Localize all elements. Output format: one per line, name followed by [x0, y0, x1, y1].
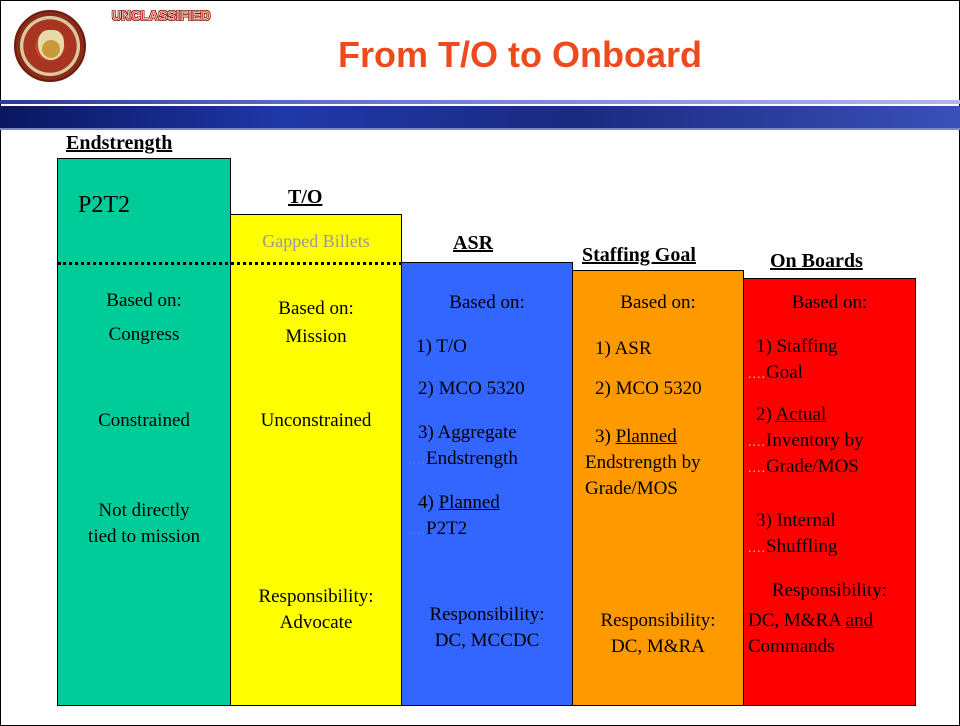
endstrength-p2t2-label: P2T2: [78, 192, 131, 218]
endstrength-based-detail: Congress: [108, 324, 180, 345]
onboards-item2-prefix: 2): [756, 404, 776, 425]
onboards-item2-dot-leader: ....: [748, 435, 766, 450]
header-staffing-goal: Staffing Goal: [582, 244, 696, 266]
usmc-seal-logo: [14, 10, 86, 82]
to-unconstrained: Unconstrained: [260, 410, 372, 431]
staffing-item1: 1) ASR: [595, 338, 652, 359]
endstrength-note-line2: tied to mission: [88, 526, 200, 547]
column-asr: Based on: 1) T/O 2) MCO 5320 3) Aggregat…: [401, 262, 573, 706]
header-endstrength: Endstrength: [66, 132, 173, 154]
staffing-item3-line3: Grade/MOS: [585, 478, 678, 499]
column-on-boards: Based on: 1) Staffing ....Goal 2) Actual…: [743, 278, 916, 706]
asr-responsibility: Responsibility:: [429, 604, 545, 625]
column-staffing-goal: Based on: 1) ASR 2) MCO 5320 3) Planned …: [572, 270, 744, 706]
onboards-item2-line2: Inventory by: [766, 430, 864, 451]
header-to: T/O: [288, 186, 323, 208]
asr-item3-line2: Endstrength: [426, 448, 518, 469]
column-to: Gapped Billets Based on: Mission Unconst…: [230, 214, 402, 706]
column-endstrength: P2T2 Based on: Congress Constrained Not …: [57, 158, 231, 706]
asr-item4-dot-leader: ....: [408, 523, 426, 538]
classification-banner: UNCLASSIFIED: [112, 8, 211, 24]
to-based-on: Based on:: [278, 298, 354, 319]
asr-item2: 2) MCO 5320: [418, 378, 525, 399]
onboards-item3-line1: 3) Internal: [756, 510, 836, 531]
staffing-item3-prefix: 3): [595, 426, 616, 447]
onboards-responsibility-line3: Commands: [748, 636, 835, 657]
onboards-item1-line2: Goal: [766, 362, 803, 383]
gapped-billets-divider: [58, 262, 402, 265]
header-asr: ASR: [453, 232, 494, 254]
endstrength-note-line1: Not directly: [98, 500, 190, 521]
endstrength-constrained: Constrained: [98, 410, 190, 431]
to-based-detail: Mission: [285, 326, 347, 347]
onboards-item3-dot-leader: ....: [748, 541, 766, 556]
header-bar: [0, 106, 960, 128]
staffing-responsibility: Responsibility:: [600, 610, 716, 631]
asr-item1: 1) T/O: [416, 336, 467, 357]
staffing-based-on: Based on:: [620, 292, 696, 313]
onboards-item2-dot-leader-2: ....: [748, 461, 766, 476]
slide-title: From T/O to Onboard: [338, 34, 702, 75]
header-on-boards: On Boards: [770, 250, 863, 272]
asr-item3-dot-leader: ....: [408, 453, 426, 468]
staffing-item2: 2) MCO 5320: [595, 378, 702, 399]
onboards-item1-dot-leader: ....: [748, 367, 766, 382]
header-rule-bottom: [0, 128, 960, 130]
header-rule-top: [0, 100, 960, 104]
asr-item3-line1: 3) Aggregate: [418, 422, 517, 443]
to-gapped-billets: Gapped Billets: [262, 231, 370, 251]
to-responsibility-detail: Advocate: [279, 612, 353, 633]
onboards-item2-underlined: Actual: [775, 404, 827, 425]
onboards-responsibility-and: and: [845, 610, 874, 631]
endstrength-based-on: Based on:: [106, 290, 182, 311]
asr-item4-underlined: Planned: [438, 492, 500, 513]
onboards-item2-line3: Grade/MOS: [766, 456, 859, 477]
asr-item4-prefix: 4): [418, 492, 439, 513]
onboards-based-on: Based on:: [791, 292, 868, 313]
globe-emblem-icon: [42, 40, 60, 58]
onboards-responsibility-prefix: DC, M&RA: [748, 610, 846, 631]
to-responsibility: Responsibility:: [258, 586, 374, 607]
staffing-item3-underlined: Planned: [615, 426, 677, 447]
onboards-responsibility: Responsibility:: [771, 580, 888, 601]
onboards-item1-line1: 1) Staffing: [756, 336, 838, 357]
onboards-item3-line2: Shuffling: [766, 536, 838, 557]
asr-responsibility-detail: DC, MCCDC: [434, 630, 540, 651]
staffing-item3-line2: Endstrength by: [585, 452, 701, 473]
staffing-responsibility-detail: DC, M&RA: [611, 636, 705, 657]
asr-item4-line2: P2T2: [426, 518, 468, 539]
asr-based-on: Based on:: [449, 292, 525, 313]
